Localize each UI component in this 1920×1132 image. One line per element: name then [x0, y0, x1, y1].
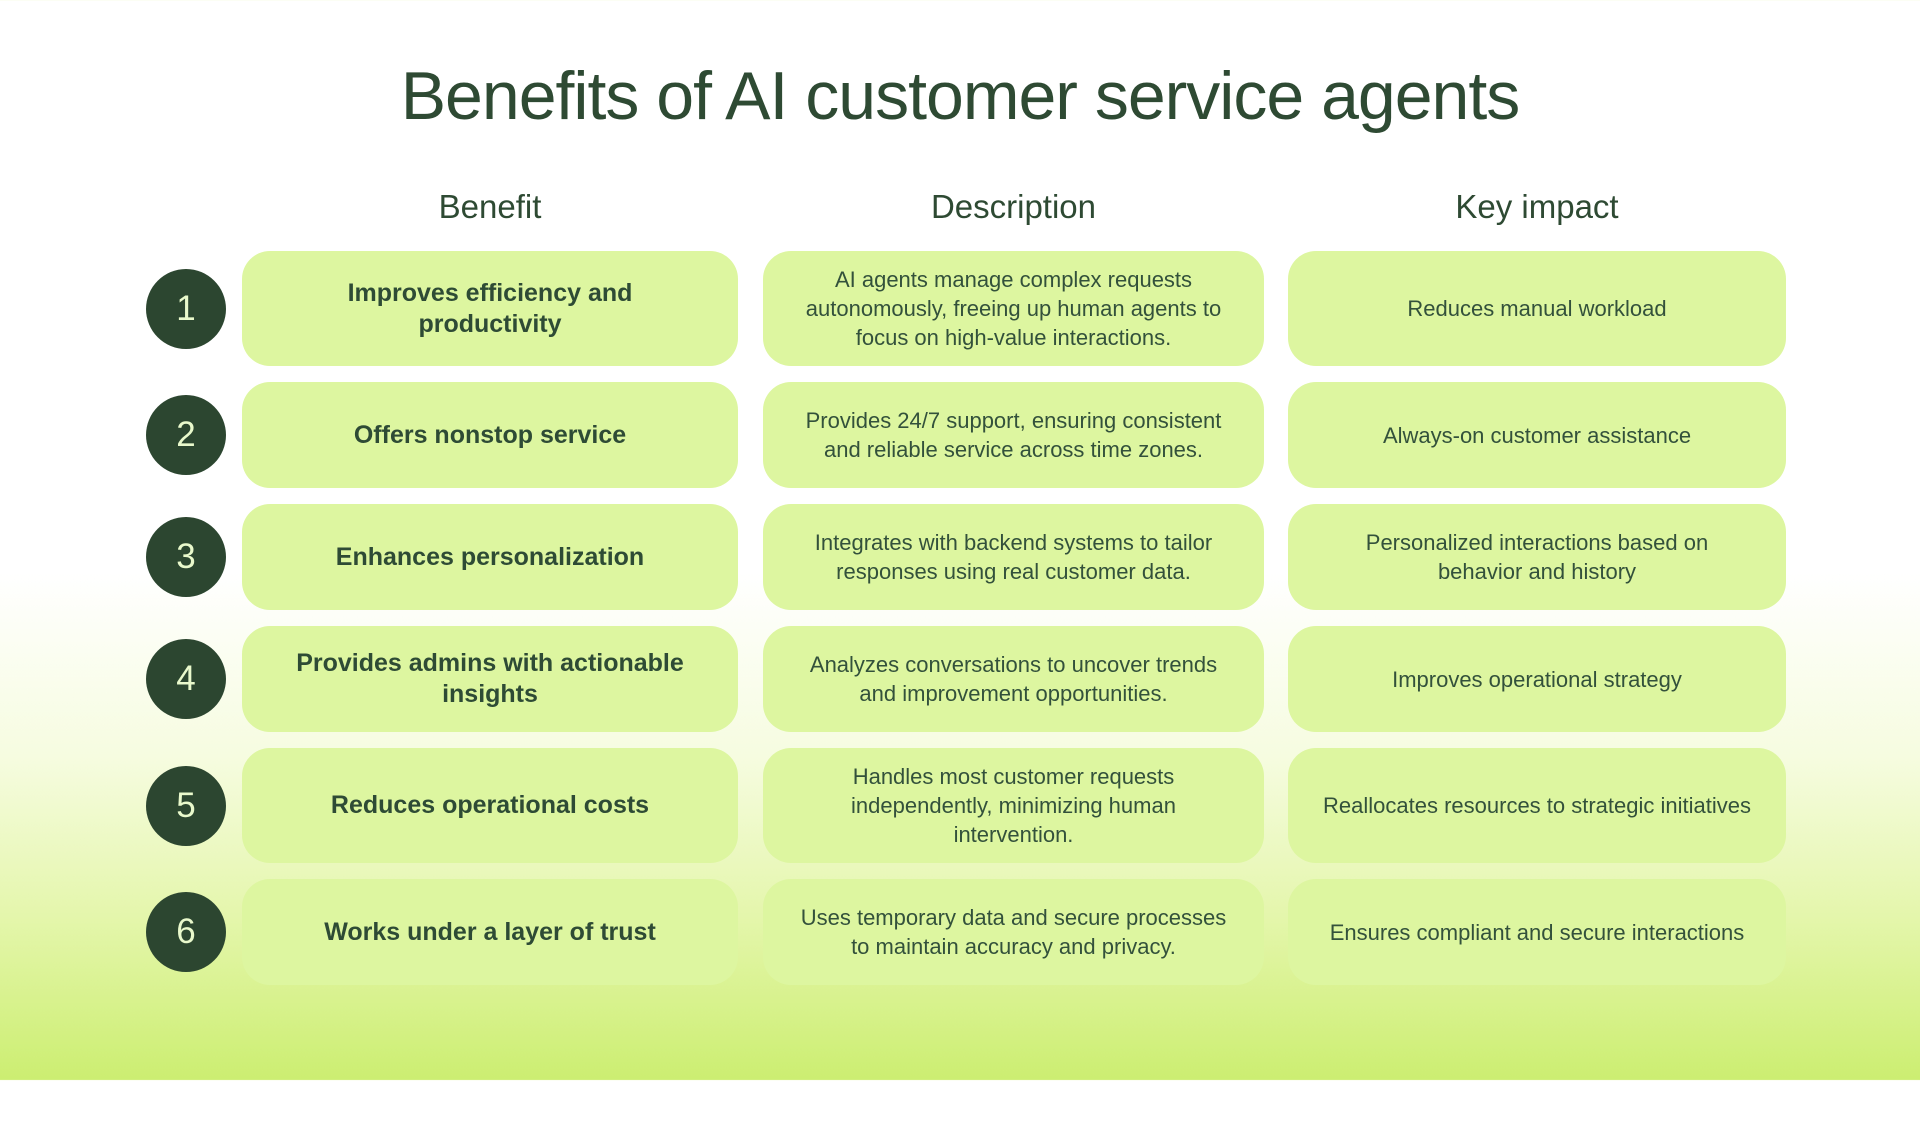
row-number-badge: 5	[146, 765, 226, 846]
benefit-cell: Improves efficiency and productivity	[242, 251, 738, 367]
row-number-badge: 3	[146, 517, 226, 598]
table-row: 6 Works under a layer of trust Uses temp…	[0, 879, 1920, 986]
key-impact-cell: Reduces manual workload	[1288, 251, 1786, 367]
header-spacer	[146, 186, 226, 229]
table-row: 4 Provides admins with actionable insigh…	[0, 626, 1920, 733]
description-cell: Integrates with backend systems to tailo…	[763, 504, 1264, 611]
description-cell: Provides 24/7 support, ensuring consiste…	[763, 382, 1264, 489]
row-number-badge: 1	[146, 268, 226, 349]
description-cell: Handles most customer requests independe…	[763, 748, 1264, 864]
column-header-key-impact: Key impact	[1455, 188, 1619, 226]
table-header-row: Benefit Description Key impact	[0, 186, 1920, 229]
row-number-badge: 2	[146, 395, 226, 476]
table-row: 5 Reduces operational costs Handles most…	[0, 748, 1920, 864]
key-impact-cell: Personalized interactions based on behav…	[1288, 504, 1786, 611]
key-impact-cell: Ensures compliant and secure interaction…	[1288, 879, 1786, 986]
page-title: Benefits of AI customer service agents	[400, 58, 1521, 134]
key-impact-cell: Reallocates resources to strategic initi…	[1288, 748, 1786, 864]
benefit-cell: Offers nonstop service	[242, 382, 738, 489]
description-cell: AI agents manage complex requests autono…	[763, 251, 1264, 367]
description-cell: Uses temporary data and secure processes…	[763, 879, 1264, 986]
description-cell: Analyzes conversations to uncover trends…	[763, 626, 1264, 733]
key-impact-cell: Always-on customer assistance	[1288, 382, 1786, 489]
benefit-cell: Enhances personalization	[242, 504, 738, 611]
row-number-badge: 6	[146, 892, 226, 973]
table-row: 3 Enhances personalization Integrates wi…	[0, 504, 1920, 611]
column-header-benefit: Benefit	[438, 188, 542, 226]
benefit-cell: Works under a layer of trust	[242, 879, 738, 986]
table-row: 1 Improves efficiency and productivity A…	[0, 251, 1920, 367]
row-number-badge: 4	[146, 639, 226, 720]
benefits-table: Benefit Description Key impact 1 Improve…	[0, 186, 1920, 986]
benefit-cell: Provides admins with actionable insights	[242, 626, 738, 733]
infographic-page: Benefits of AI customer service agents B…	[0, 52, 1920, 1132]
column-header-description: Description	[930, 188, 1097, 226]
benefit-cell: Reduces operational costs	[242, 748, 738, 864]
key-impact-cell: Improves operational strategy	[1288, 626, 1786, 733]
table-row: 2 Offers nonstop service Provides 24/7 s…	[0, 382, 1920, 489]
